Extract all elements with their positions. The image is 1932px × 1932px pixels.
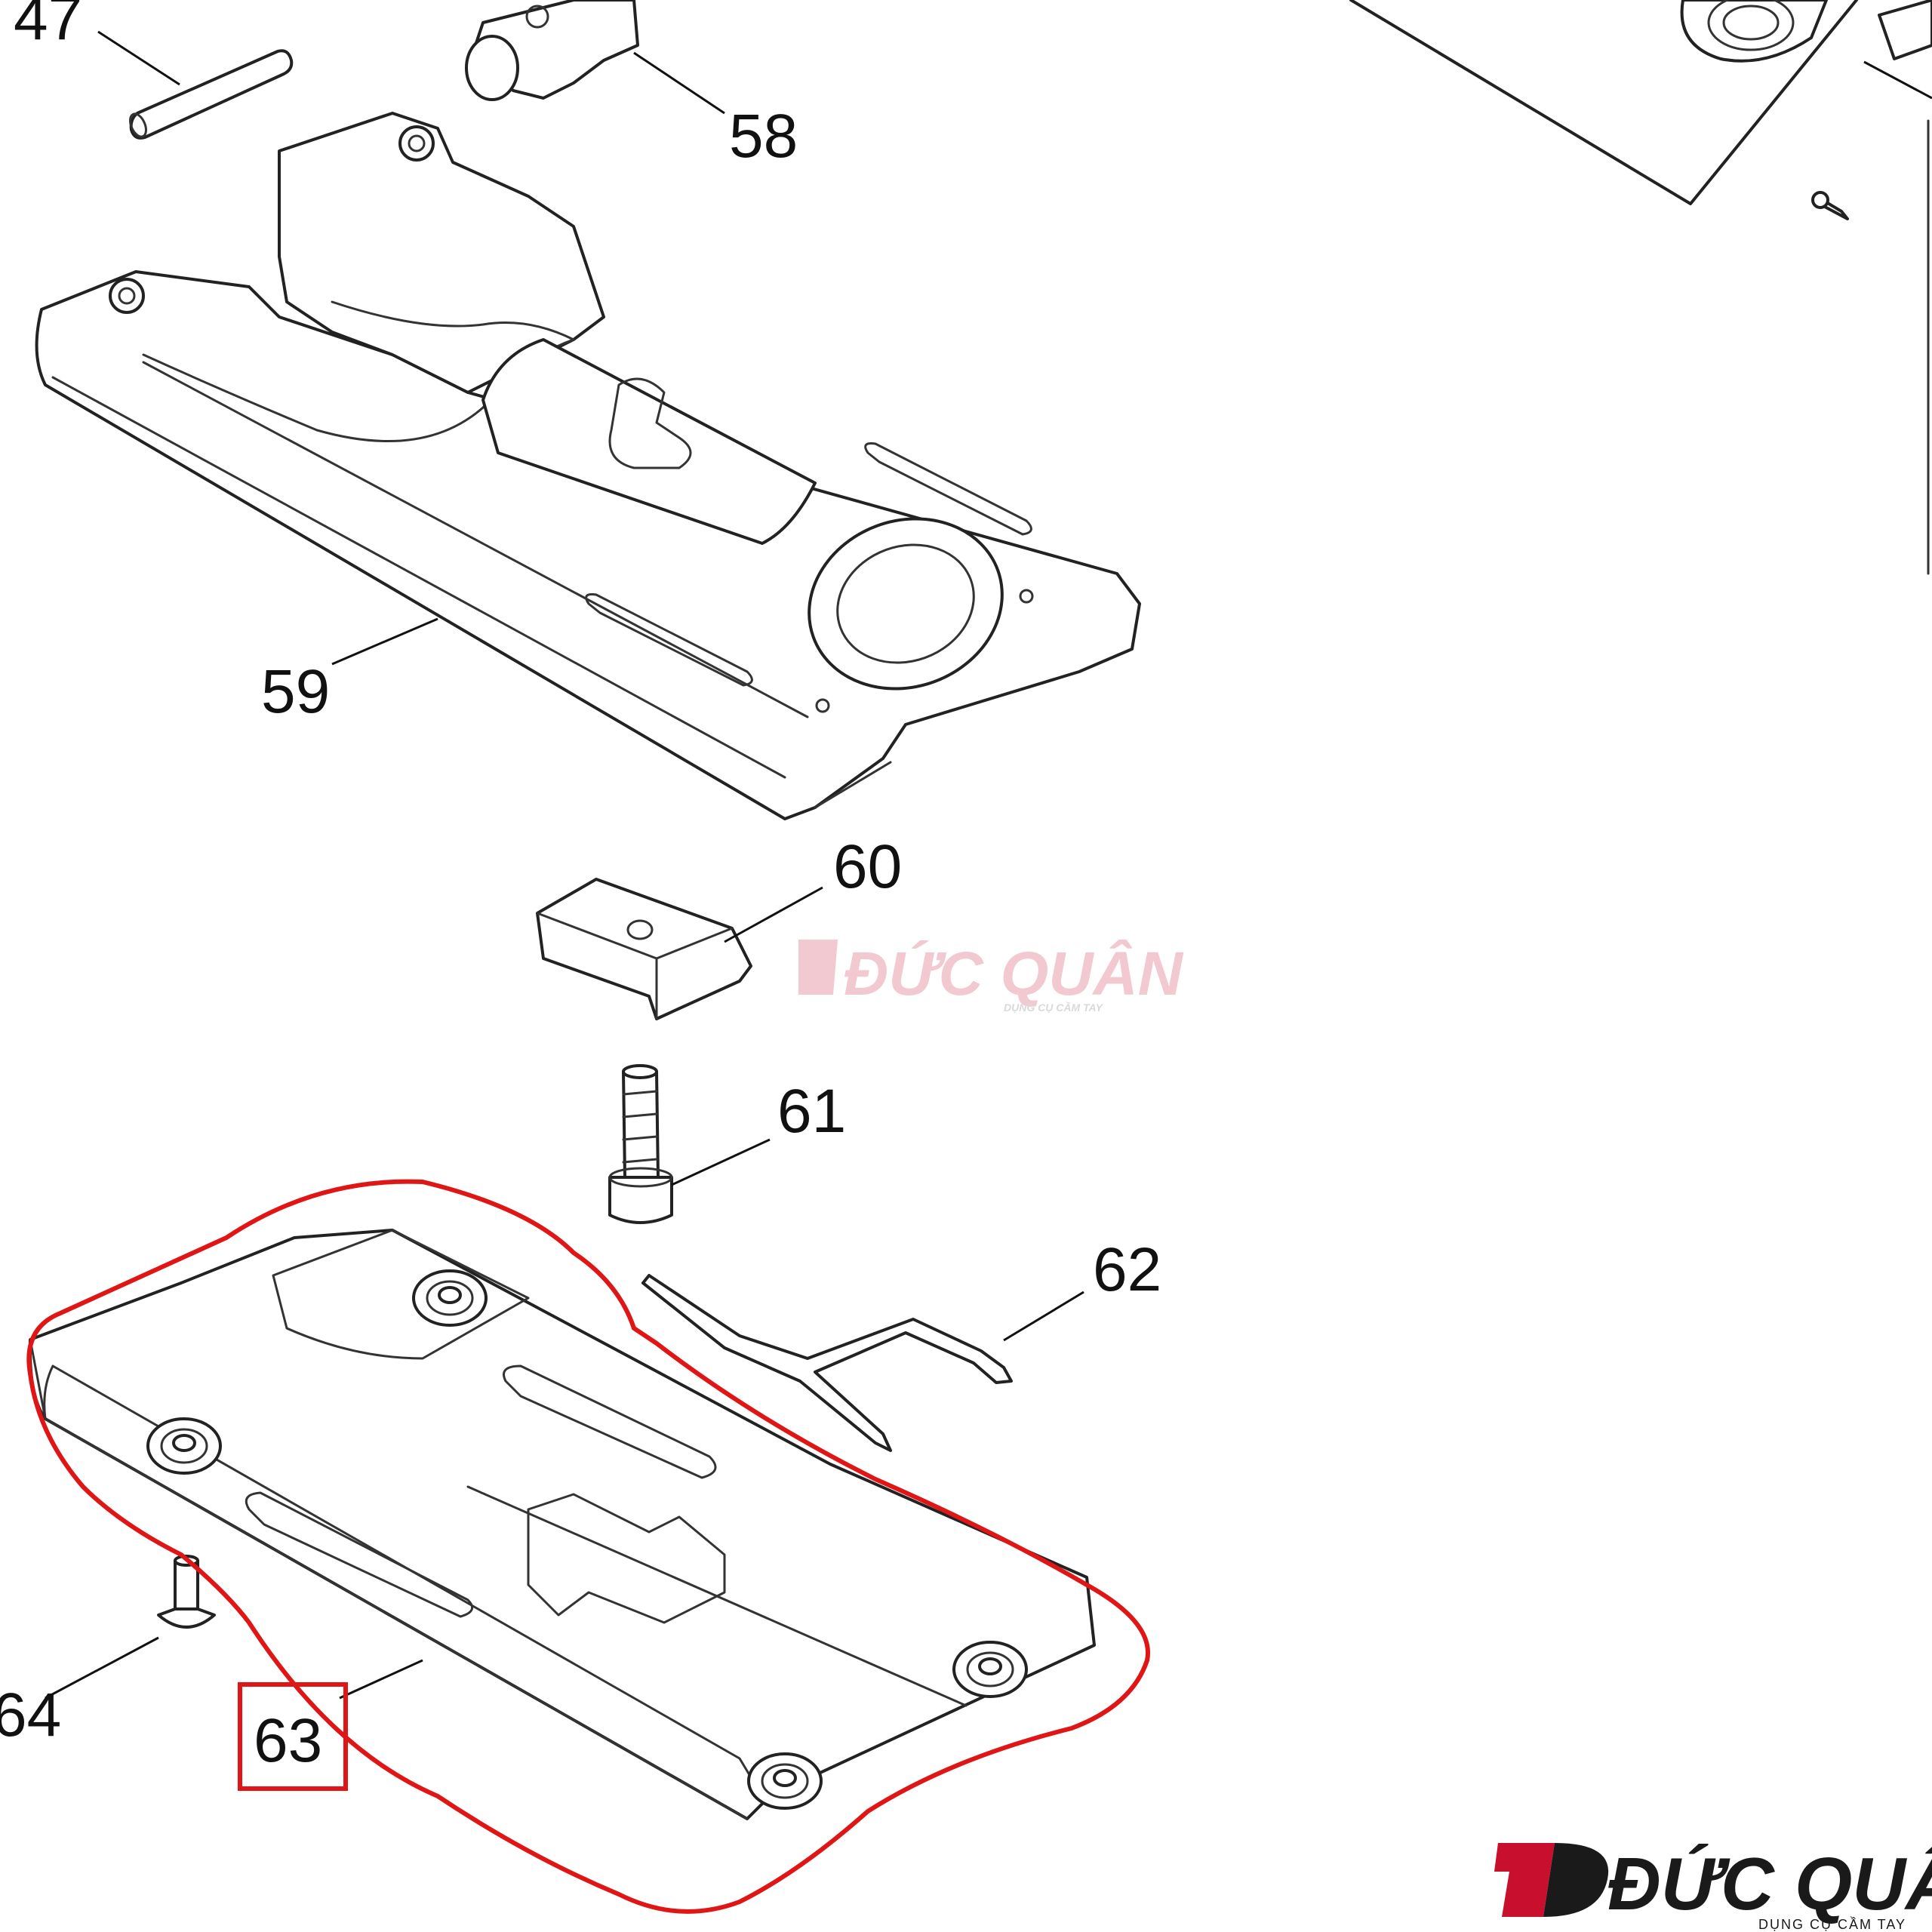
label-47: 47 — [14, 0, 82, 53]
label-62: 62 — [1093, 1235, 1161, 1304]
label-59: 59 — [261, 657, 330, 726]
part-63-base-plate — [28, 1229, 1096, 1820]
part-47-pin: 47 — [14, 0, 294, 140]
part-60-bracket: 60 — [536, 832, 902, 1020]
label-63-box — [238, 1682, 348, 1791]
brand-drill-icon — [1494, 1843, 1555, 1917]
watermark-center-tagline: DỤNG CỤ CẦM TAY — [1004, 1001, 1104, 1014]
center-watermark: ĐỨC QUÂN DỤNG CỤ CẦM TAY — [798, 940, 1184, 1014]
label-60: 60 — [833, 832, 902, 901]
upper-right-assembly — [1349, 0, 1932, 575]
plate-screw-1 — [412, 1269, 488, 1327]
brand-logo: ĐỨC QUÂN DỤNG CỤ CẦM TAY — [1494, 1842, 1932, 1932]
brand-name: ĐỨC QUÂN — [1607, 1842, 1932, 1925]
label-63-callout: 63 — [238, 1682, 348, 1791]
brand-letter-mark — [1543, 1843, 1609, 1917]
watermark-center-brand: ĐỨC QUÂN — [844, 940, 1184, 1008]
label-61: 61 — [777, 1077, 846, 1146]
part-64-screw: 64 — [0, 1555, 216, 1749]
part-58-clamp: 58 — [465, 0, 798, 171]
part-59-base: 59 — [35, 112, 1141, 820]
plate-screw-3 — [952, 1641, 1028, 1698]
label-58: 58 — [729, 102, 798, 171]
plate-screw-2 — [146, 1417, 222, 1475]
label-63: 63 — [254, 1706, 322, 1775]
highlight-outline — [26, 1179, 1150, 1914]
part-61-bolt: 61 — [608, 1064, 846, 1224]
watermark-drill-icon — [798, 940, 838, 995]
plate-screw-4 — [747, 1752, 823, 1810]
label-64: 64 — [0, 1681, 61, 1749]
part-62-spring: 62 — [641, 1235, 1161, 1452]
brand-tagline: DỤNG CỤ CẦM TAY — [1758, 1916, 1906, 1932]
